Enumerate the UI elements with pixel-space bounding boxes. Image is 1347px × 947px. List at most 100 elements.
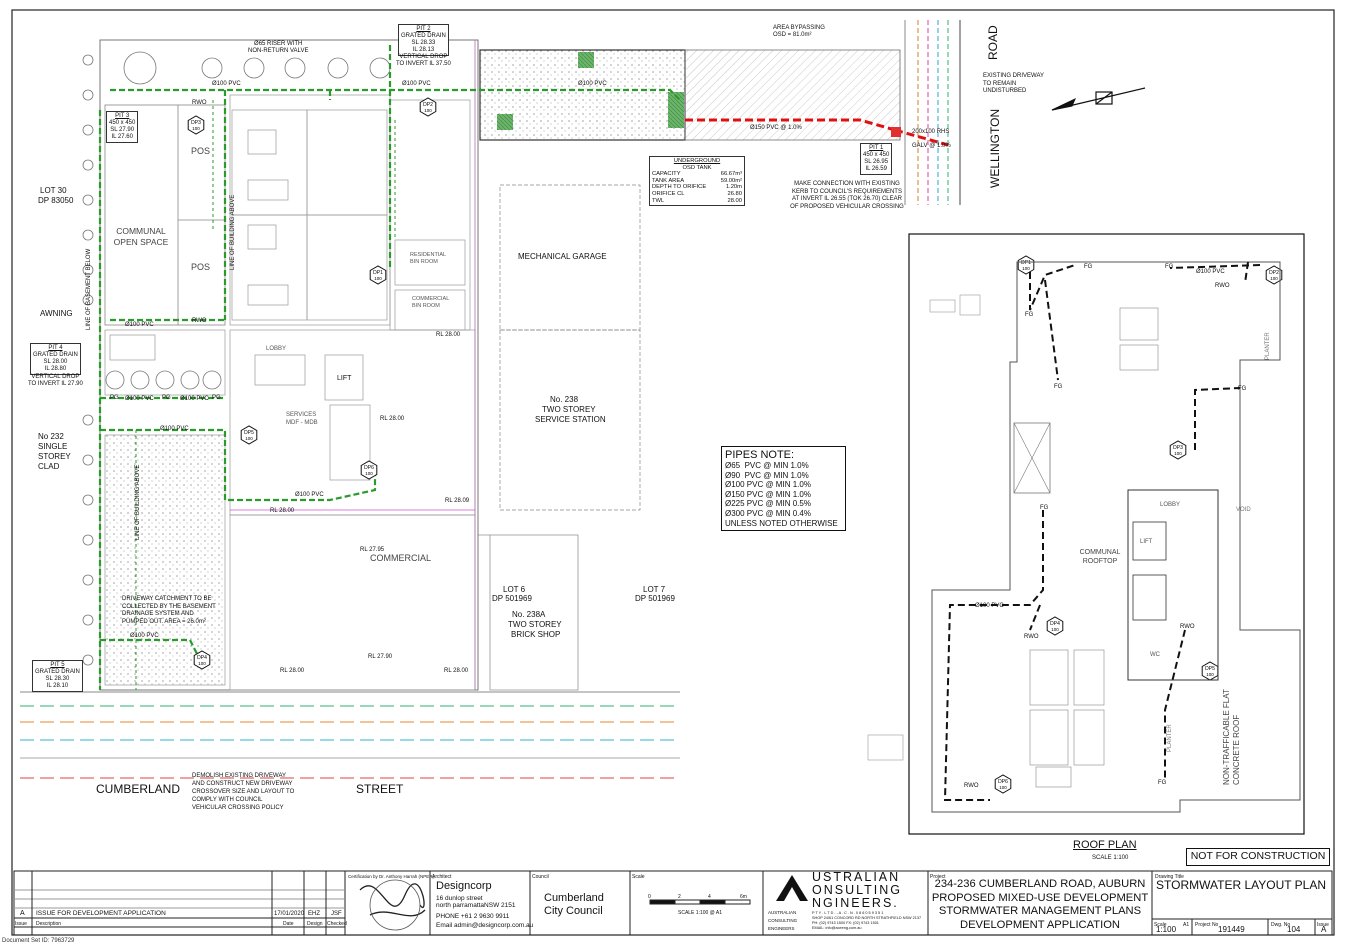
brick-shop-label: BRICK SHOP	[511, 630, 561, 639]
commercial-label: COMMERCIAL	[370, 553, 432, 563]
site-plan	[20, 20, 961, 779]
no238a-label: No. 238A	[512, 610, 546, 619]
rl-label-7: RL 28.00	[280, 668, 305, 674]
issue-label: Issue	[1317, 922, 1329, 928]
pipe-100-label-3: Ø100 PVC	[578, 81, 607, 87]
drawing-title: STORMWATER LAYOUT PLAN	[1156, 878, 1327, 892]
downpipe-size: 100	[374, 276, 382, 281]
scale-small-label: Scale	[1154, 922, 1167, 928]
downpipe-size: 100	[245, 436, 253, 441]
osd-row-label: ORIFICE CL	[652, 190, 685, 197]
downpipe-size: 100	[365, 471, 373, 476]
osd-row-value: 1.20m	[725, 184, 742, 191]
council-name-2: City Council	[544, 905, 603, 917]
osd-title-2: OSD TANK	[682, 164, 712, 171]
roof-rwo-3: RWO	[1180, 624, 1195, 630]
project-label: Project	[930, 874, 946, 880]
roof-fg-2: FG	[1165, 264, 1174, 270]
pipe-100-label-2: Ø100 PVC	[402, 81, 431, 87]
roof-pipe-1: Ø100 PVC	[1196, 269, 1225, 275]
scale-tick-0: 0	[648, 894, 651, 900]
downpipe-id: DP6	[998, 779, 1008, 785]
downpipe-size: 100	[999, 785, 1007, 790]
ace-sub-3: ENGINEERS	[768, 926, 795, 931]
driveway-catchment-note: DRIVEWAY CATCHMENT TO BE COLLECTED BY TH…	[122, 596, 216, 626]
roof-planter-label-2: PLANTER	[1167, 724, 1173, 752]
pipe-100-label-7: Ø100 PVC	[160, 426, 189, 432]
existing-driveway-line-3: UNDISTURBED	[983, 88, 1027, 94]
ace-line-2: ONSULTING	[812, 883, 902, 897]
pipe-100-label-6: Ø100 PVC	[180, 396, 209, 402]
osd-row-label: TANK AREA	[652, 177, 685, 184]
make-connection-line-2: KERB TO COUNCIL'S REQUIREMENTS	[792, 188, 902, 195]
osd-row-value: 28.00	[727, 197, 742, 204]
issue-letter: A	[20, 910, 25, 917]
cumberland-label: CUMBERLAND	[96, 782, 181, 796]
pipes-note-lines: Ø65 PVC @ MIN 1.0%Ø90 PVC @ MIN 1.0%Ø100…	[725, 461, 842, 528]
communal-open-space-label: COMMUNAL OPEN SPACE	[113, 226, 169, 247]
downpipe-size: 100	[1051, 627, 1059, 632]
pipes-note-line: Ø300 PVC @ MIN 0.4%	[725, 508, 811, 518]
architect-address-2: north parramattaNSW 2151	[436, 902, 516, 909]
project-no: 191449	[1218, 925, 1245, 934]
pg-label-1: PG	[110, 395, 119, 401]
pos-label-2: POS	[191, 262, 211, 272]
demolish-line-4: COMPLY WITH COUNCIL	[192, 797, 263, 803]
architect-label: Architect	[432, 874, 452, 880]
demolish-line-2: AND CONSTRUCT NEW DRIVEWAY	[192, 781, 293, 787]
downpipe-id: DP3	[1173, 445, 1183, 451]
project-line-4: DEVELOPMENT APPLICATION	[960, 918, 1120, 931]
pg-label-2: PG	[162, 395, 171, 401]
pit1-line-4: IL 26.59	[865, 166, 887, 172]
single-label: SINGLE	[38, 442, 68, 451]
project-line-1: 234-236 CUMBERLAND ROAD, AUBURN	[934, 878, 1146, 890]
existing-driveway-line-1: EXISTING DRIVEWAY	[983, 73, 1045, 79]
pit1-line-2: 450 x 450	[863, 152, 890, 158]
downpipe-size: 100	[192, 126, 200, 131]
ace-detail-4: EMAIL: info@aceeng.com.au	[812, 926, 862, 930]
downpipe-size: 100	[1270, 276, 1278, 281]
pos-label-1: POS	[191, 146, 211, 156]
architect-phone: PHONE +61 2 9630 9911	[436, 913, 510, 920]
mechanical-garage-label: MECHANICAL GARAGE	[518, 252, 607, 261]
area-bypassing-note: AREA BYPASSING OSD = 81.0m²	[773, 25, 825, 39]
downpipe-hexagon	[1046, 616, 1064, 636]
osd-row: DEPTH TO ORIFICE 1.20m	[652, 184, 742, 191]
driveway-note-line-3: DRAINAGE SYSTEM AND	[122, 611, 194, 617]
rl-label-6: RL 27.90	[368, 654, 393, 660]
roof-rwo-4: RWO	[964, 783, 979, 789]
existing-driveway-line-2: TO REMAIN	[983, 80, 1017, 87]
osd-row-label: DEPTH TO ORIFICE	[652, 184, 707, 191]
col-description: Description	[36, 921, 62, 927]
pipes-note-line: Ø65 PVC @ MIN 1.0%	[725, 461, 809, 470]
downpipe-hexagon	[369, 265, 387, 285]
pit2-box: PIT 2 GRATED DRAIN SL 28.33 IL 28.13	[398, 24, 449, 56]
pit5-line-2: GRATED DRAIN	[35, 669, 80, 675]
vertical-drop-note-1: VERTICAL DROP TO INVERT IL 37.50	[396, 54, 451, 68]
issue-value: A	[1321, 925, 1327, 934]
road-label: ROAD	[986, 25, 1000, 60]
scale-tick-2: 2	[678, 894, 681, 900]
pipes-note-line: Ø150 PVC @ MIN 1.0%	[725, 489, 811, 499]
pipes-note: PIPES NOTE: Ø65 PVC @ MIN 1.0%Ø90 PVC @ …	[721, 446, 846, 532]
pit5-line-3: SL 28.30	[45, 676, 70, 682]
pit4-line-1: PIT 4	[48, 345, 63, 351]
drawing-title-label: Drawing Title	[1155, 874, 1184, 880]
col-issue: Issue	[15, 921, 27, 927]
downpipe-size: 100	[1022, 266, 1030, 271]
downpipe-id: DP1	[373, 270, 383, 276]
riser-note: Ø65 RISER WITH NON-RETURN VALVE	[248, 41, 308, 55]
driveway-note-line-4: PUMPED OUT. AREA = 26.0m²	[122, 618, 206, 625]
pit2-line-1: PIT 2	[416, 26, 431, 32]
riser-line-1: Ø65 RISER WITH	[254, 41, 303, 47]
osd-row-value: 66.67m³	[720, 171, 742, 178]
